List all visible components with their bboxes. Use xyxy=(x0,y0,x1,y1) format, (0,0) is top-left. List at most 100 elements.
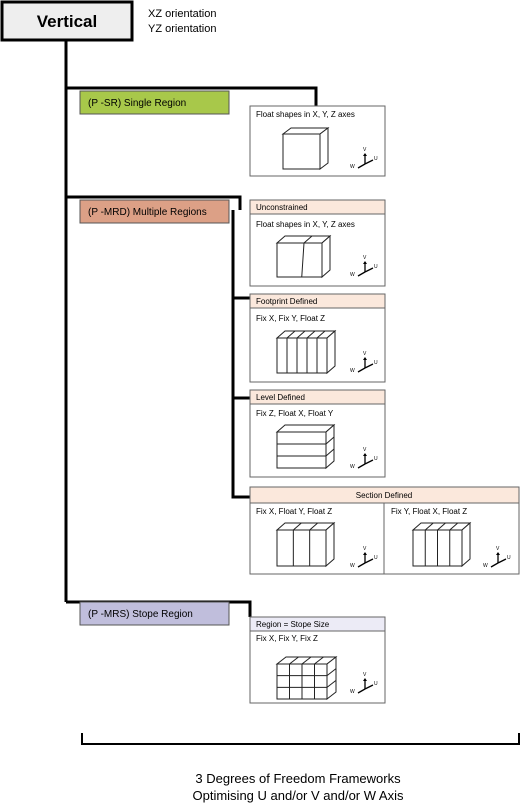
axis-w-label: W xyxy=(350,563,355,569)
cube-horizontal-division xyxy=(277,679,337,688)
axis-w-label: W xyxy=(350,689,355,695)
panel-title: Section Defined xyxy=(356,491,412,500)
panel-description-left: Fix X, Float Y, Float Z xyxy=(256,507,332,516)
cube-side-face xyxy=(325,423,335,470)
axis-w-line xyxy=(357,463,366,469)
panel-description-right: Fix Y, Float X, Float Z xyxy=(391,507,467,516)
cube-side-face xyxy=(325,521,335,568)
cube-figure xyxy=(281,127,330,170)
cube-vertical-division xyxy=(286,330,296,373)
cube-front-face xyxy=(276,337,328,374)
axis-v-label: V xyxy=(496,546,500,552)
cube-figure xyxy=(275,234,332,279)
panel-header xyxy=(249,199,386,215)
axis-v-arrow xyxy=(363,552,367,555)
cube-vertical-division xyxy=(306,330,316,373)
axes-icon: VUW xyxy=(350,447,378,470)
category-single-label: (P -SR) Single Region xyxy=(88,98,186,109)
panel-header xyxy=(249,293,386,309)
cube-figure xyxy=(275,521,336,568)
axis-v-arrow xyxy=(363,261,367,264)
axis-u-line xyxy=(364,267,374,273)
category-single-region: (P -SR) Single Region xyxy=(79,90,230,115)
footer-line-2: Optimising U and/or V and/or W Axis xyxy=(193,788,404,803)
cube-front-face xyxy=(276,431,327,469)
panel-header xyxy=(249,616,386,632)
axes-icon: V U W xyxy=(483,546,511,569)
axes-icon: V U W xyxy=(350,147,378,170)
cube-side-face xyxy=(319,127,329,170)
axis-u-line xyxy=(364,459,374,465)
panel-description: Fix X, Fix Y, Float Z xyxy=(256,314,325,323)
axis-u-line xyxy=(497,558,507,564)
panel-level-defined: Level Defined Fix Z, Float X, Float Y VU… xyxy=(249,389,386,478)
root-box xyxy=(0,0,134,42)
axis-w-label: W xyxy=(483,563,488,569)
panel-description: Float shapes in X, Y, Z axes xyxy=(256,220,355,229)
panel-header xyxy=(249,389,386,405)
panel-title: Footprint Defined xyxy=(256,297,317,306)
axis-u-label: U xyxy=(507,555,511,561)
cube-vertical-division xyxy=(449,522,459,566)
axis-v-arrow xyxy=(363,453,367,456)
cube-top-face xyxy=(275,424,336,433)
cube-irregular-division xyxy=(301,235,313,278)
cube-side-face xyxy=(321,234,331,279)
cube-front-face xyxy=(276,242,323,278)
axis-v-arrow xyxy=(496,552,500,555)
axis-u-line xyxy=(364,684,374,690)
axis-w-label: W xyxy=(350,464,355,470)
panel-title: Region = Stope Size xyxy=(256,620,330,629)
cube-front-face xyxy=(282,133,321,170)
cube-vertical-division xyxy=(296,330,306,373)
cube-figure xyxy=(275,655,338,701)
cube-horizontal-division xyxy=(277,436,335,445)
panel-stope-size: Region = Stope Size Fix X, Fix Y, Fix Z … xyxy=(249,616,386,704)
axis-w-line xyxy=(357,367,366,373)
axis-w-line xyxy=(490,562,499,568)
axis-w-label: W xyxy=(350,272,355,278)
axis-u-line xyxy=(364,558,374,564)
cube-horizontal-division xyxy=(277,668,337,677)
cube-top-face xyxy=(275,330,337,339)
category-stope-region: (P -MRS) Stope Region xyxy=(79,601,230,626)
panel-description: Fix X, Fix Y, Fix Z xyxy=(256,634,318,643)
cube-horizontal-division xyxy=(277,448,335,457)
axis-u-line xyxy=(364,159,374,165)
footer-bracket xyxy=(81,733,520,745)
axis-u-label: U xyxy=(374,156,378,162)
axis-v-label: V xyxy=(363,147,367,153)
axis-v-label: V xyxy=(363,255,367,261)
axes-icon: VUW xyxy=(350,255,378,278)
panel-footprint-defined: Footprint Defined Fix X, Fix Y, Float Z … xyxy=(249,293,386,383)
cube-top-face xyxy=(275,522,336,531)
cube-side-face xyxy=(461,521,471,568)
axis-u-line xyxy=(364,363,374,369)
axis-w-line xyxy=(357,688,366,694)
axis-w-label: W xyxy=(350,164,355,170)
panel-title: Level Defined xyxy=(256,393,305,402)
cube-vertical-division xyxy=(316,330,326,373)
axis-v-label: V xyxy=(363,447,367,453)
axes-icon: V U W xyxy=(350,351,378,374)
panel-description: Float shapes in X, Y, Z axes xyxy=(256,110,355,119)
cube-vertical-division xyxy=(437,522,446,566)
cube-vertical-division xyxy=(309,522,318,566)
axis-v-label: V xyxy=(363,546,367,552)
cube-top-face xyxy=(275,235,332,244)
cube-side-face xyxy=(326,655,337,701)
axis-v-arrow xyxy=(363,153,367,156)
category-stope-label: (P -MRS) Stope Region xyxy=(88,609,193,620)
axis-w-line xyxy=(357,163,366,169)
axis-w-label: W xyxy=(350,368,355,374)
root-title: Vertical xyxy=(37,12,98,31)
cube-figure xyxy=(411,521,472,568)
orientation-yz: YZ orientation xyxy=(148,23,216,35)
category-single-box xyxy=(79,90,230,115)
footer-line-1: 3 Degrees of Freedom Frameworks xyxy=(195,771,401,786)
cube-figure xyxy=(275,423,336,470)
panel-section-defined: Section Defined Fix X, Float Y, Float Z … xyxy=(249,486,520,575)
axis-v-label: V xyxy=(363,351,367,357)
orientation-xz: XZ orientation xyxy=(148,8,216,20)
axis-u-label: U xyxy=(374,360,378,366)
